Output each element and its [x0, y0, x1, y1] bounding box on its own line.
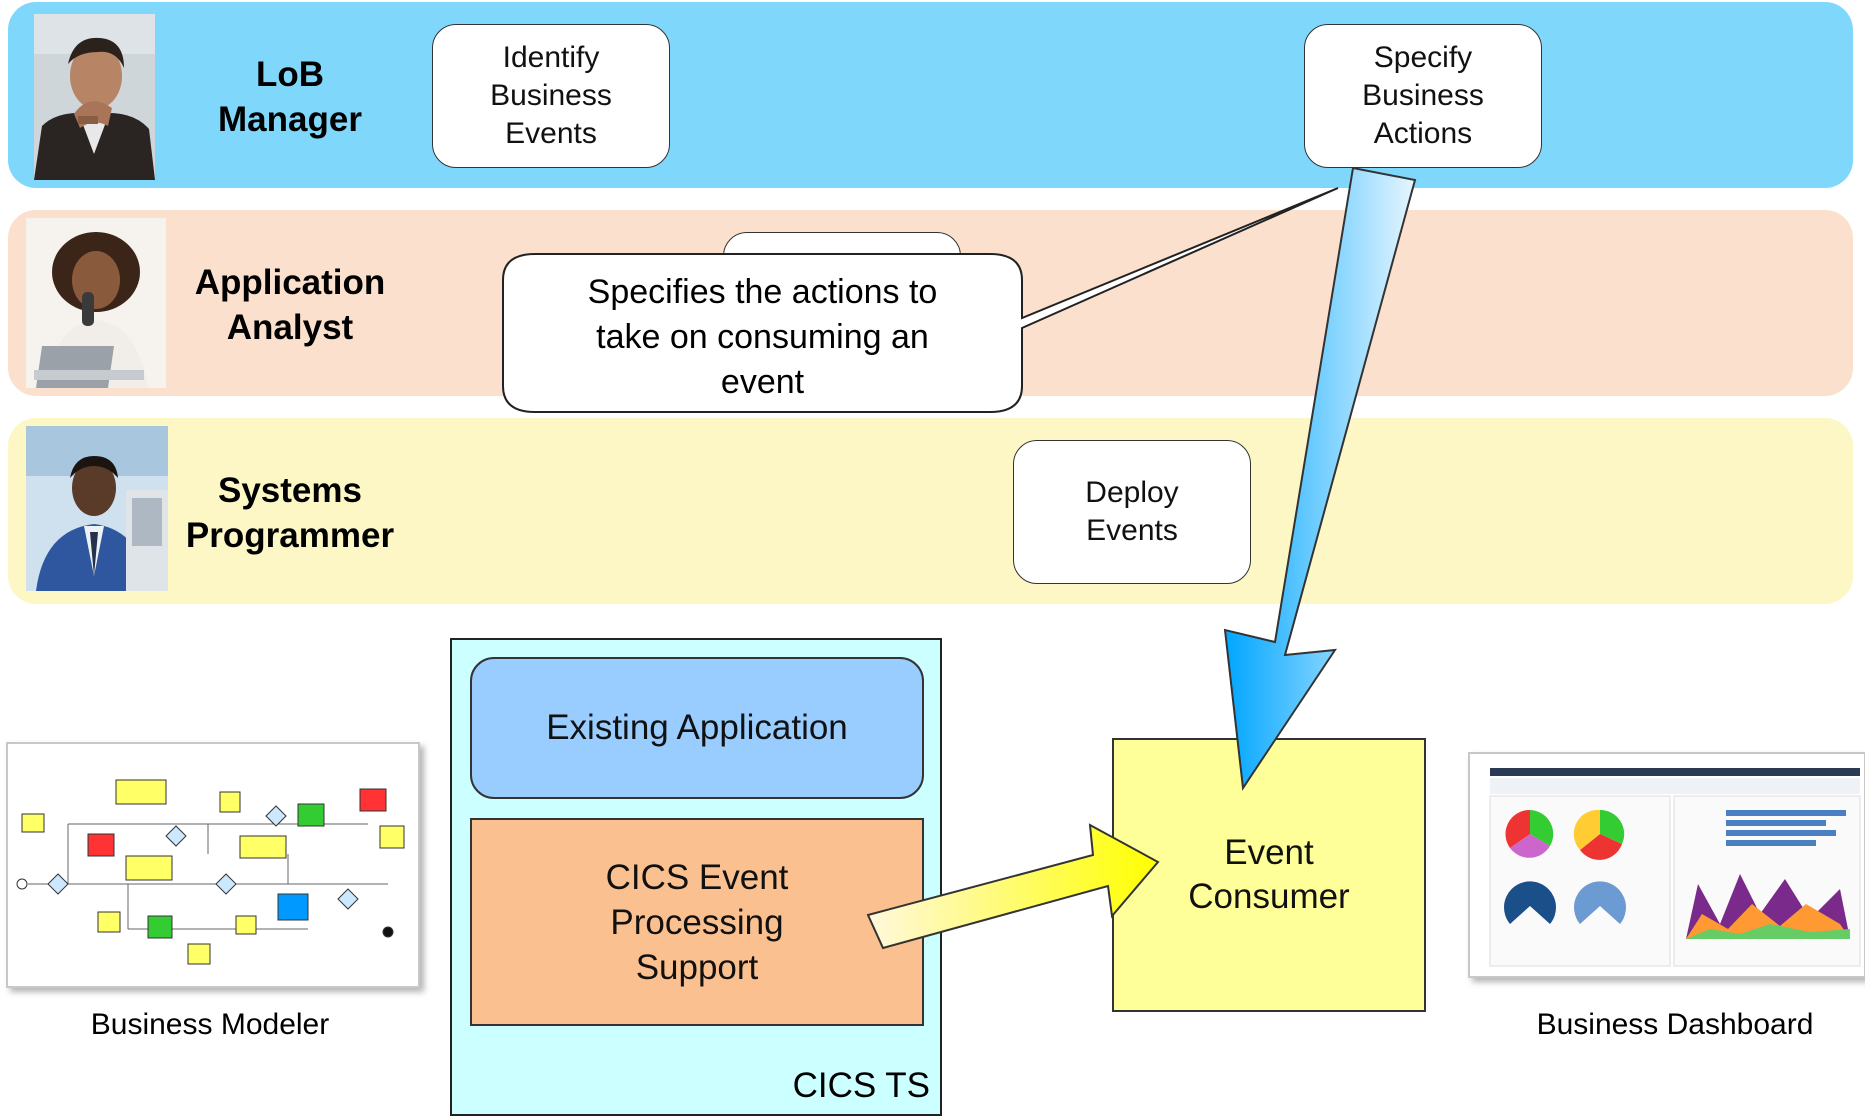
existing-application-label: Existing Application: [546, 708, 848, 747]
speech-callout-shape: [502, 187, 1339, 413]
cics-ts-label: CICS TS: [792, 1066, 930, 1105]
systems-programmer-photo: [26, 426, 168, 591]
business-modeler-screenshot: [6, 742, 420, 988]
event-processing-support-label: CICS Event Processing Support: [605, 857, 789, 987]
identify-business-events-label: Identify Business Events: [490, 41, 612, 150]
event-processing-support-box: CICS Event Processing Support: [470, 818, 924, 1026]
role-systems-programmer: Systems Programmer: [185, 471, 395, 555]
specify-business-actions-label: Specify Business Actions: [1362, 41, 1484, 150]
specify-to-consumer-arrow: [1223, 166, 1417, 791]
role-application-analyst: Application Analyst: [194, 263, 386, 347]
role-lob-manager: LoB Manager: [218, 55, 362, 139]
specify-business-actions-box: Specify Business Actions: [1304, 24, 1542, 168]
business-dashboard-screenshot: [1468, 752, 1865, 978]
identify-business-events-box: Identify Business Events: [432, 24, 670, 168]
event-consumer-box: Event Consumer: [1112, 738, 1426, 1012]
systems-programmer-lane: [8, 418, 1853, 604]
existing-application-box: Existing Application: [470, 657, 924, 799]
lob-manager-photo: [34, 14, 155, 180]
deploy-events-box: Deploy Events: [1013, 440, 1251, 584]
deploy-events-label: Deploy Events: [1085, 476, 1179, 547]
speech-callout-text: Specifies the actions to take on consumi…: [587, 273, 938, 401]
business-dashboard-caption: Business Dashboard: [1536, 1008, 1814, 1041]
lob-manager-lane: [8, 2, 1853, 188]
support-to-consumer-arrow: [866, 823, 1160, 950]
application-analyst-photo: [26, 218, 166, 388]
business-modeler-caption: Business Modeler: [90, 1008, 330, 1041]
event-consumer-label: Event Consumer: [1188, 833, 1350, 916]
